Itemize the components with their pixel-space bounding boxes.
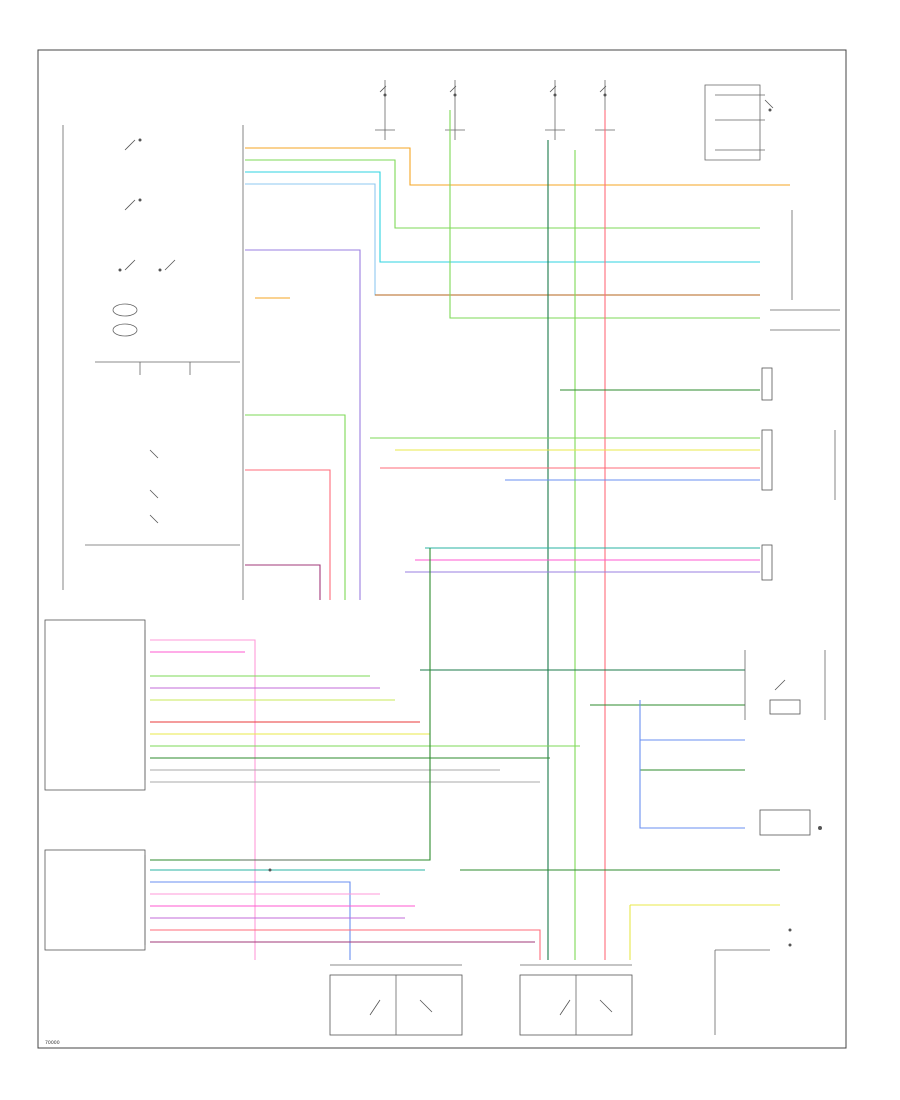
wire-light-blue [245, 183, 760, 296]
bottom-relays [329, 964, 633, 1036]
module-upper [44, 619, 146, 791]
wire-red-pink [245, 469, 331, 600]
wire-cyan [245, 171, 760, 263]
wire-light-green-1 [245, 159, 760, 229]
wire-green-2 [449, 110, 760, 319]
wire-harness [150, 110, 790, 960]
wire-pink-5 [150, 929, 541, 960]
blower-relay-top-right [704, 84, 774, 161]
left-switch-cluster [85, 138, 240, 546]
wire-dark-purple [245, 564, 321, 600]
module-lower [44, 849, 146, 951]
footer-code: 70000 [45, 1040, 60, 1046]
wire-blue-3 [639, 700, 745, 829]
right-connectors [744, 210, 840, 836]
wire-purple [245, 249, 361, 600]
fuse-bottom-right [714, 928, 792, 1035]
wire-green-11 [150, 548, 431, 861]
wire-blue-4 [150, 881, 351, 960]
wire-pink-3 [150, 639, 256, 960]
wire-yellow-3 [629, 904, 780, 960]
top-fuse-block [375, 80, 615, 140]
wire-orange [245, 147, 790, 186]
diagram-frame [37, 49, 847, 1049]
left-modules [44, 619, 320, 951]
wire-green-3 [245, 414, 346, 600]
